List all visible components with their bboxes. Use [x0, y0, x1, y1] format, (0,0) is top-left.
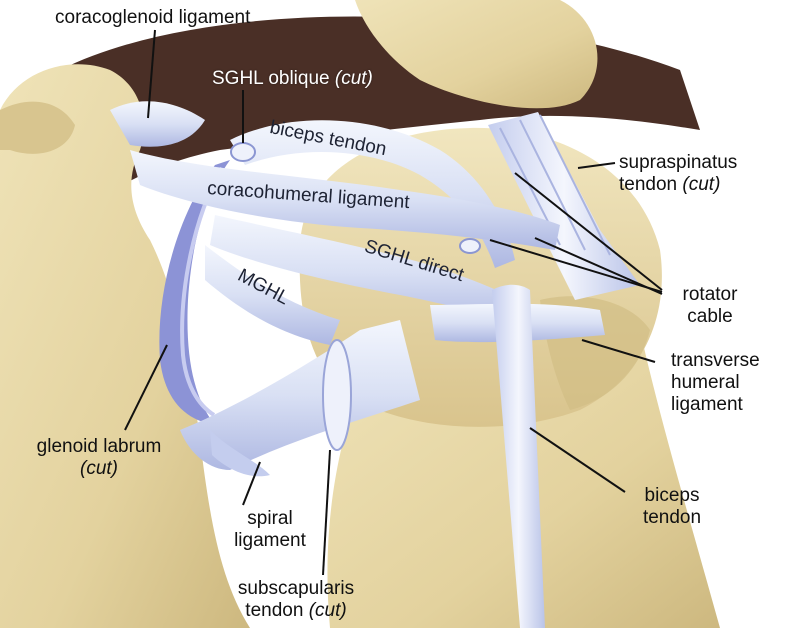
label-glenoid-labrum: glenoid labrum (cut)	[36, 436, 162, 479]
coracohumeral-ligament-band	[130, 150, 560, 250]
label-supraspinatus-tendon: supraspinatus tendon (cut)	[619, 152, 738, 195]
leader-rotator-3	[534, 237, 663, 295]
label-subscapularis-tendon: subscapularis tendon (cut)	[237, 578, 355, 621]
leader-supraspinatus	[577, 162, 616, 169]
leader-coracoglenoid	[147, 29, 156, 119]
label-biceps-tendon-lower: biceps tendon	[642, 485, 702, 528]
subscapularis-tendon	[180, 320, 420, 470]
mghl-band	[205, 245, 340, 345]
leader-biceps-lower	[529, 427, 626, 493]
leader-glenoid-labrum	[124, 344, 168, 431]
subscapularis-cut-end	[322, 339, 352, 451]
coracoglenoid-ligament-band	[110, 101, 205, 147]
acromion	[355, 0, 598, 109]
sghl-direct-band	[210, 215, 540, 330]
spiral-ligament-band	[210, 430, 270, 477]
leader-transverse	[581, 339, 656, 363]
label-coracoglenoid-ligament: coracoglenoid ligament	[55, 7, 251, 28]
label-sghl-oblique: SGHL oblique (cut)	[212, 68, 373, 89]
leader-subscapularis	[322, 449, 331, 576]
label-spiral-ligament: spiral ligament	[234, 508, 306, 551]
label-rotator-cable: rotator cable	[682, 284, 738, 327]
leader-spiral	[242, 461, 261, 506]
leader-rotator-1	[514, 172, 663, 291]
biceps-tendon-groove	[492, 284, 545, 628]
label-transverse-humeral-ligament: transverse humeral ligament	[671, 350, 760, 415]
coracoid-tip	[0, 101, 75, 154]
glenoid-labrum	[159, 160, 230, 425]
rotator-cable-cut-end	[459, 238, 481, 254]
sghl-oblique-cut-end	[230, 142, 256, 162]
scapula	[0, 64, 250, 628]
leader-rotator-2	[489, 239, 663, 293]
leader-lines	[124, 29, 663, 576]
biceps-tendon-band	[230, 120, 515, 268]
